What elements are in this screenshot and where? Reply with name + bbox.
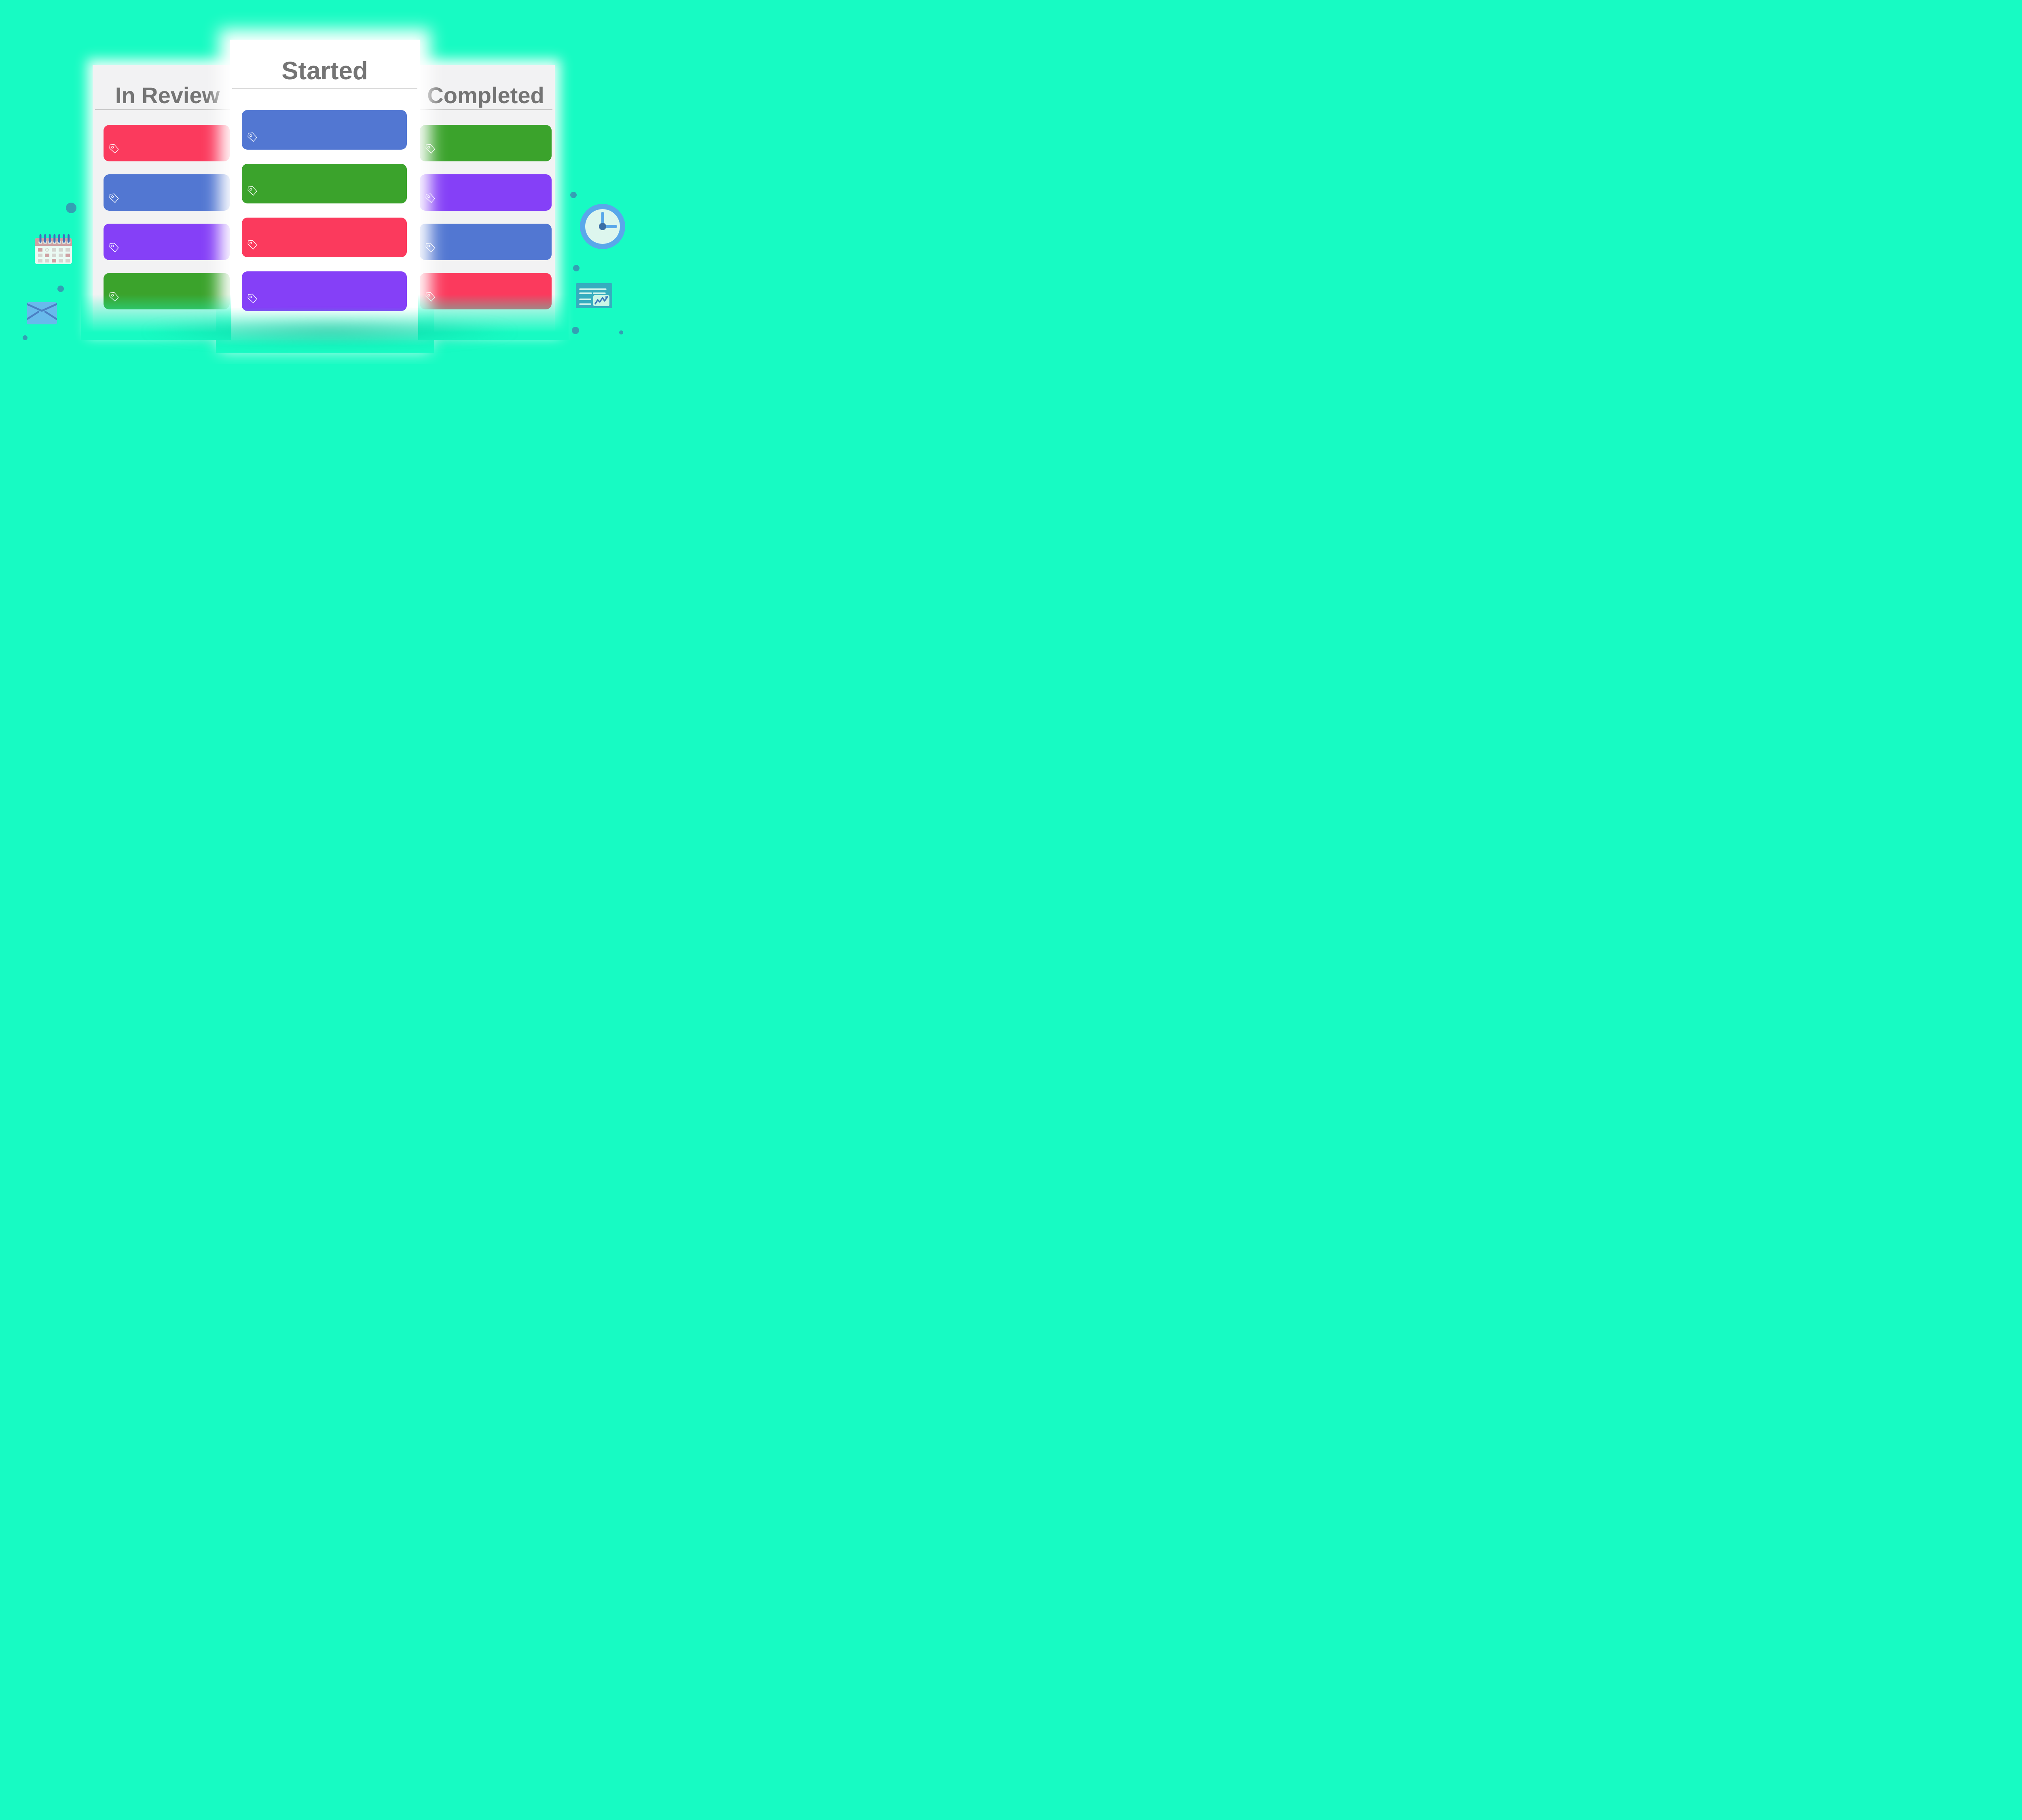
task-card[interactable] bbox=[104, 224, 230, 260]
decorative-dot bbox=[619, 330, 623, 334]
column-divider bbox=[95, 109, 240, 110]
task-card[interactable] bbox=[104, 174, 230, 211]
clock-icon bbox=[580, 204, 625, 249]
task-card[interactable] bbox=[242, 218, 407, 257]
task-card[interactable] bbox=[420, 273, 552, 309]
tag-icon bbox=[247, 132, 257, 142]
card-list-completed bbox=[417, 110, 555, 309]
report-chart-icon bbox=[576, 283, 612, 308]
task-card[interactable] bbox=[242, 164, 407, 203]
card-list-in-review bbox=[93, 110, 242, 309]
decorative-dot bbox=[23, 335, 27, 340]
task-card[interactable] bbox=[242, 110, 407, 150]
tag-icon bbox=[247, 186, 257, 196]
tag-icon bbox=[109, 144, 119, 154]
kanban-illustration: In Review Started bbox=[0, 0, 647, 364]
tag-icon bbox=[247, 294, 257, 303]
column-title-completed: Completed bbox=[427, 83, 544, 108]
task-card[interactable] bbox=[104, 273, 230, 309]
tag-icon bbox=[425, 292, 435, 302]
column-started: Started bbox=[230, 40, 420, 340]
column-completed: Completed bbox=[417, 65, 555, 331]
calendar-icon bbox=[35, 234, 72, 264]
decorative-dot bbox=[570, 192, 577, 198]
column-title-in-review: In Review bbox=[115, 83, 220, 108]
task-card[interactable] bbox=[104, 125, 230, 161]
tag-icon bbox=[109, 243, 119, 252]
tag-icon bbox=[247, 240, 257, 250]
column-title-started: Started bbox=[281, 57, 368, 85]
tag-icon bbox=[109, 193, 119, 203]
column-in-review: In Review bbox=[93, 65, 242, 331]
decorative-dot bbox=[66, 203, 76, 213]
decorative-dot bbox=[572, 327, 579, 334]
task-card[interactable] bbox=[420, 224, 552, 260]
column-divider bbox=[232, 88, 417, 89]
tag-icon bbox=[425, 243, 435, 252]
task-card[interactable] bbox=[420, 174, 552, 211]
tag-icon bbox=[109, 292, 119, 302]
envelope-icon bbox=[27, 302, 57, 324]
tag-icon bbox=[425, 193, 435, 203]
tag-icon bbox=[425, 144, 435, 154]
decorative-dot bbox=[573, 265, 580, 271]
decorative-dot bbox=[57, 286, 64, 292]
task-card[interactable] bbox=[420, 125, 552, 161]
card-list-started bbox=[230, 89, 420, 311]
task-card[interactable] bbox=[242, 271, 407, 311]
column-divider bbox=[419, 109, 552, 110]
